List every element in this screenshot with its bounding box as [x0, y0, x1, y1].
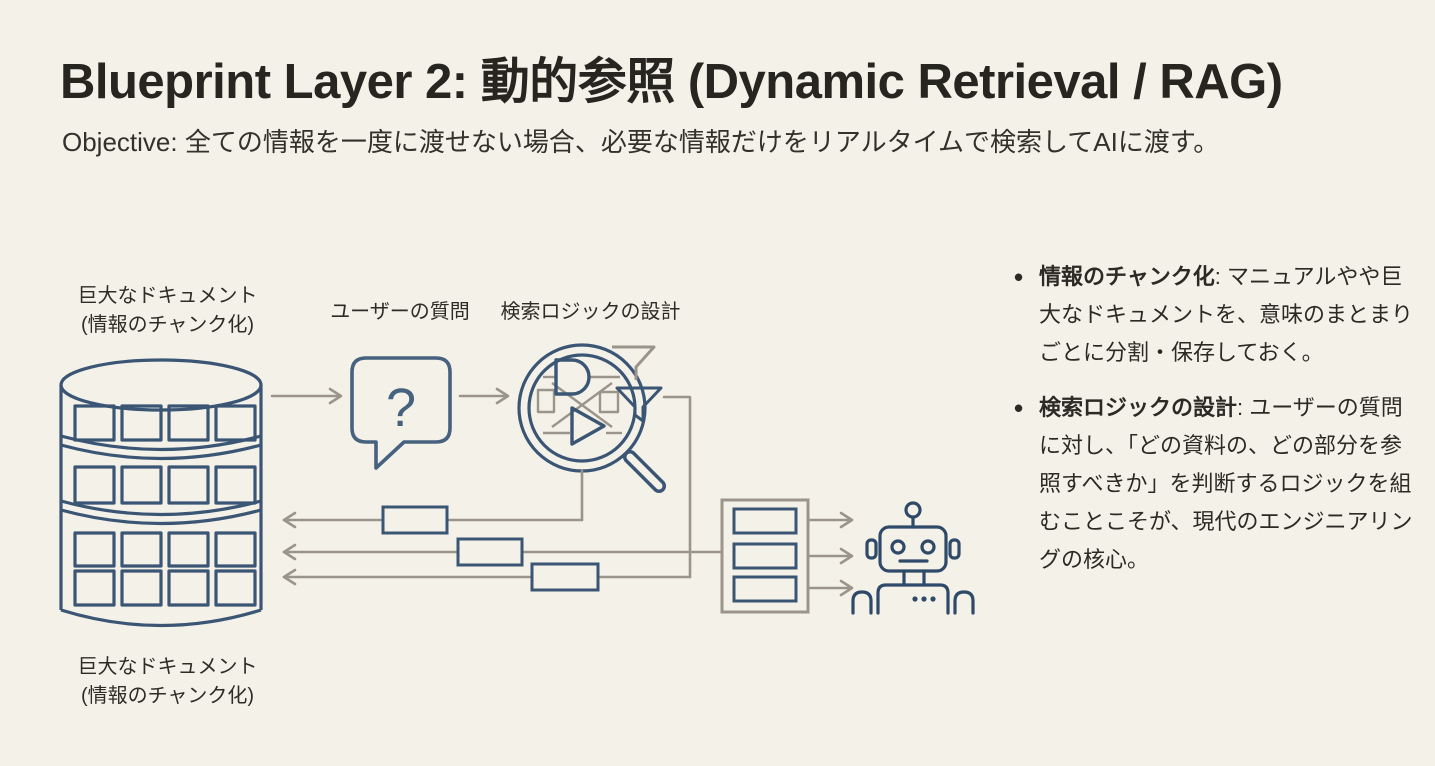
notes-list: 情報のチャンク化: マニュアルやや巨大なドキュメントを、意味のまとまりごとに分割…	[1008, 258, 1414, 579]
chunk-stack-icon	[720, 498, 810, 614]
note-chunking-term: 情報のチャンク化	[1039, 264, 1215, 289]
label-source-top-line2: (情報のチャンク化)	[80, 314, 255, 336]
notes-panel: 情報のチャンク化: マニュアルやや巨大なドキュメントを、意味のまとまりごとに分割…	[1008, 258, 1414, 596]
note-chunking-desc: : マニュアルやや巨大なドキュメントを、意味のまとまりごとに分割・保存しておく。	[1039, 264, 1414, 365]
funnel-icons	[612, 345, 663, 423]
note-search-logic-term: 検索ロジックの設計	[1039, 395, 1238, 420]
label-source-bottom-line2: (情報のチャンク化)	[80, 685, 255, 707]
forward-flow-arrows	[270, 387, 510, 405]
question-mark: ?	[386, 378, 416, 438]
objective-text: Objective: 全ての情報を一度に渡せない場合、必要な情報だけをリアルタイ…	[62, 127, 1220, 157]
retrieved-chunk-rects	[381, 505, 600, 592]
funnel-gray-icon	[612, 345, 656, 380]
database-icon	[59, 358, 263, 628]
note-search-logic: 検索ロジックの設計: ユーザーの質問に対し、「どの資料の、どの部分を参照すべきか…	[1008, 389, 1414, 579]
label-source-top-line1: 巨大なドキュメント	[77, 285, 258, 307]
note-search-logic-desc: : ユーザーの質問に対し、「どの資料の、どの部分を参照すべきか」を判断するロジッ…	[1039, 395, 1413, 572]
note-chunking: 情報のチャンク化: マニュアルやや巨大なドキュメントを、意味のまとまりごとに分割…	[1008, 258, 1414, 372]
robot-icon	[851, 501, 975, 615]
speech-bubble-icon: ?	[350, 356, 452, 470]
funnel-blue-icon	[615, 386, 663, 423]
label-search-logic: 検索ロジックの設計	[500, 301, 681, 323]
feed-to-ai-arrows	[808, 511, 854, 597]
label-source-bottom: 巨大なドキュメント (情報のチャンク化)	[55, 653, 280, 711]
label-source-bottom-line1: 巨大なドキュメント	[77, 656, 258, 678]
page-title: Blueprint Layer 2: 動的参照 (Dynamic Retriev…	[60, 55, 1283, 109]
label-user-question: ユーザーの質問	[330, 301, 470, 323]
label-source-top: 巨大なドキュメント (情報のチャンク化)	[55, 282, 280, 340]
